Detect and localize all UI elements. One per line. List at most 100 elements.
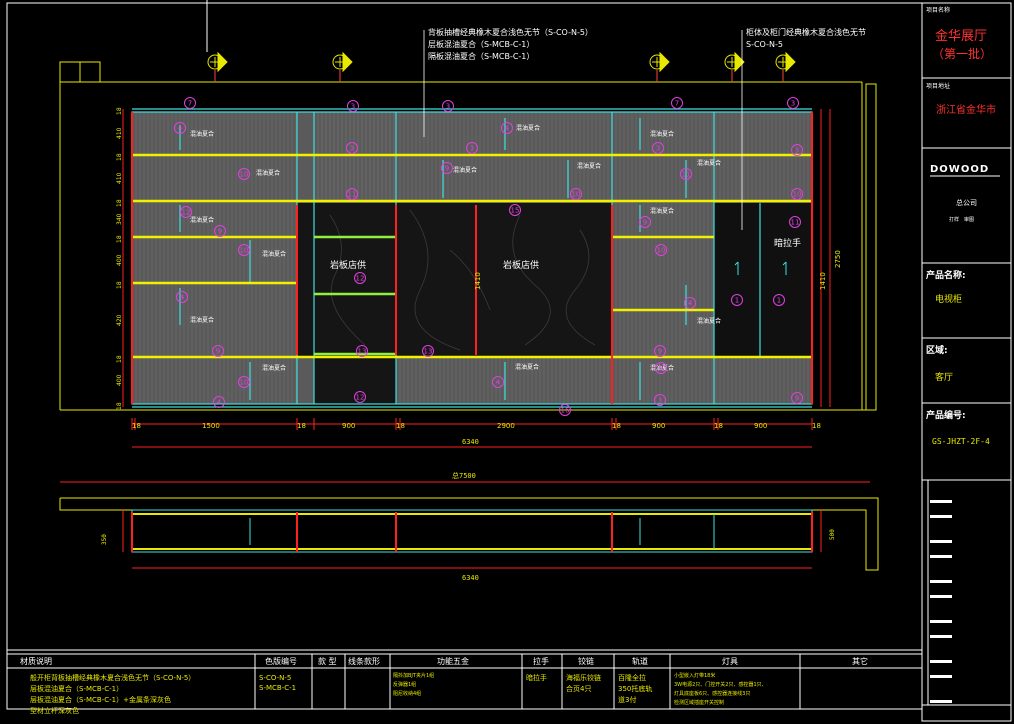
svg-text:3: 3 [656, 145, 660, 153]
svg-text:道3付: 道3付 [618, 695, 636, 704]
project-address-label: 项目地址 [926, 82, 950, 90]
callout-top-right: 柜体及柜门经典橡木夏合浅色无节 S-CO-N-5 [746, 27, 866, 49]
svg-text:4: 4 [505, 125, 510, 133]
svg-text:4: 4 [180, 294, 185, 302]
svg-text:410: 410 [116, 127, 123, 139]
overall-dim: 总7500 [452, 471, 476, 480]
svg-text:18: 18 [132, 422, 141, 430]
number-bubble: 4 [492, 376, 504, 388]
svg-text:10: 10 [240, 379, 249, 387]
number-bubble: 10 [238, 244, 250, 256]
svg-text:410: 410 [116, 172, 123, 184]
number-bubble: 10 [238, 376, 250, 388]
svg-text:层板混油夏合（S-MCB-C-1）+金属条深灰色: 层板混油夏合（S-MCB-C-1）+金属条深灰色 [30, 695, 171, 704]
number-bubble: 4 [213, 396, 225, 408]
number-bubble: 3 [347, 100, 359, 112]
svg-text:混油夏合: 混油夏合 [650, 364, 674, 372]
svg-text:16: 16 [561, 407, 570, 415]
title-block: 项目名称 金华展厅 （第一批） 项目地址 浙江省金华市 DOWOOD 总公司 打… [921, 2, 1012, 722]
svg-text:混油夏合: 混油夏合 [190, 130, 214, 138]
number-bubble: 3 [787, 97, 799, 109]
svg-text:3: 3 [470, 145, 474, 153]
header-style: 款 型 [318, 656, 337, 666]
svg-text:18: 18 [812, 422, 821, 430]
svg-text:9: 9 [643, 219, 647, 227]
svg-text:11: 11 [682, 171, 691, 179]
svg-text:9: 9 [658, 348, 662, 356]
number-bubble: 3 [346, 142, 358, 154]
svg-text:9: 9 [216, 348, 220, 356]
svg-text:混油夏合: 混油夏合 [453, 166, 477, 174]
number-bubble: 12 [354, 391, 366, 403]
number-bubble: 9 [655, 362, 667, 374]
svg-text:暗拉手: 暗拉手 [526, 673, 547, 682]
company-sub: 打样 审图 [949, 216, 974, 223]
number-bubble: 9 [214, 225, 226, 237]
svg-text:混油夏合: 混油夏合 [515, 363, 539, 371]
svg-text:9: 9 [218, 228, 222, 236]
number-bubble: 13 [356, 345, 368, 357]
svg-text:9: 9 [795, 395, 799, 403]
svg-text:18: 18 [116, 355, 123, 363]
header-material: 材质说明 [20, 656, 52, 666]
number-bubble: 11 [680, 168, 692, 180]
plan-view: 350 500 6340 [59, 497, 879, 582]
number-bubble: 4 [684, 297, 696, 309]
svg-text:11: 11 [348, 191, 357, 199]
number-bubble: 16 [559, 404, 571, 416]
svg-text:1: 1 [735, 297, 739, 305]
ceiling-mounts [206, 0, 796, 82]
svg-text:混油夏合: 混油夏合 [697, 317, 721, 325]
svg-text:13: 13 [358, 348, 367, 356]
svg-text:350托底轨: 350托底轨 [618, 684, 652, 693]
product-name-label: 产品名称: [926, 269, 966, 281]
svg-text:900: 900 [754, 422, 767, 430]
svg-text:灯具底座板6只、感控器连接线3只: 灯具底座板6只、感控器连接线3只 [674, 690, 750, 697]
project-address: 浙江省金华市 [936, 103, 996, 116]
project-name-label: 项目名称 [926, 6, 950, 14]
svg-text:18: 18 [714, 422, 723, 430]
number-bubble: 9 [639, 216, 651, 228]
svg-text:3: 3 [446, 103, 450, 111]
svg-text:3: 3 [658, 397, 662, 405]
svg-text:混油夏合: 混油夏合 [516, 124, 540, 132]
number-bubble: 7 [671, 97, 683, 109]
number-bubble: 12 [180, 206, 192, 218]
svg-text:3: 3 [350, 145, 354, 153]
product-code: GS-JHZT-2F-4 [932, 437, 990, 446]
cabinet-note-labels: 混油夏合 混油夏合 混油夏合 混油夏合 混油夏合 混油夏合 混油夏合 混油夏合 … [190, 124, 721, 372]
number-bubble: 3 [466, 142, 478, 154]
svg-text:7: 7 [675, 100, 679, 108]
svg-text:隔板混油夏合（S-MCB-C-1）: 隔板混油夏合（S-MCB-C-1） [428, 51, 534, 61]
number-bubble: 10 [655, 244, 667, 256]
area: 客厅 [935, 371, 953, 383]
number-bubble: 7 [184, 97, 196, 109]
number-bubble: 3 [442, 100, 454, 112]
plan-total-dim: 6340 [462, 574, 479, 582]
svg-text:柜体及柜门经典橡木夏合浅色无节: 柜体及柜门经典橡木夏合浅色无节 [746, 27, 866, 37]
svg-text:混油夏合: 混油夏合 [650, 207, 674, 215]
svg-text:1500: 1500 [202, 422, 220, 430]
svg-text:型材立杆深灰色: 型材立杆深灰色 [30, 706, 79, 715]
right-height-dim: 2750 [834, 250, 842, 268]
svg-text:3W电源2只、门控开关2只、感控器1只、: 3W电源2只、门控开关2只、感控器1只、 [674, 681, 767, 688]
project-name-sub: （第一批） [932, 46, 992, 61]
number-bubble: 10 [570, 188, 582, 200]
svg-text:18: 18 [116, 107, 123, 115]
svg-text:10: 10 [793, 191, 802, 199]
svg-text:18: 18 [116, 402, 123, 410]
number-bubble: 15 [509, 204, 521, 216]
number-bubble: 4 [176, 291, 188, 303]
svg-text:海福乐铰链: 海福乐铰链 [566, 673, 601, 682]
header-color: 色版编号 [265, 656, 297, 666]
number-bubble: 4 [501, 122, 513, 134]
svg-text:3: 3 [351, 103, 355, 111]
svg-text:12: 12 [356, 394, 365, 402]
svg-text:2900: 2900 [497, 422, 515, 430]
svg-text:合页4只: 合页4只 [566, 684, 591, 693]
svg-text:4: 4 [688, 300, 693, 308]
number-bubble: 13 [422, 345, 434, 357]
svg-text:S-CO-N-5: S-CO-N-5 [746, 40, 783, 49]
